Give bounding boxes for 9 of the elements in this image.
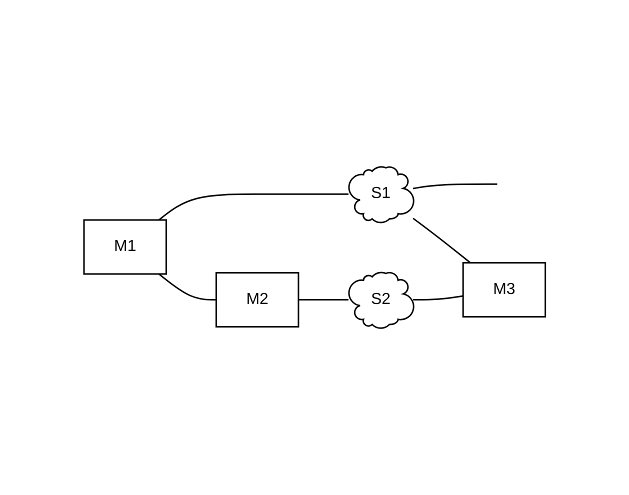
node-box: M2 xyxy=(215,272,300,328)
connector xyxy=(298,299,348,301)
connector xyxy=(412,295,464,301)
connector xyxy=(412,183,498,190)
node-box: M1 xyxy=(83,219,167,275)
connector xyxy=(158,273,216,301)
connector xyxy=(412,218,471,264)
node-box: M3 xyxy=(462,262,546,318)
connector xyxy=(158,193,348,221)
